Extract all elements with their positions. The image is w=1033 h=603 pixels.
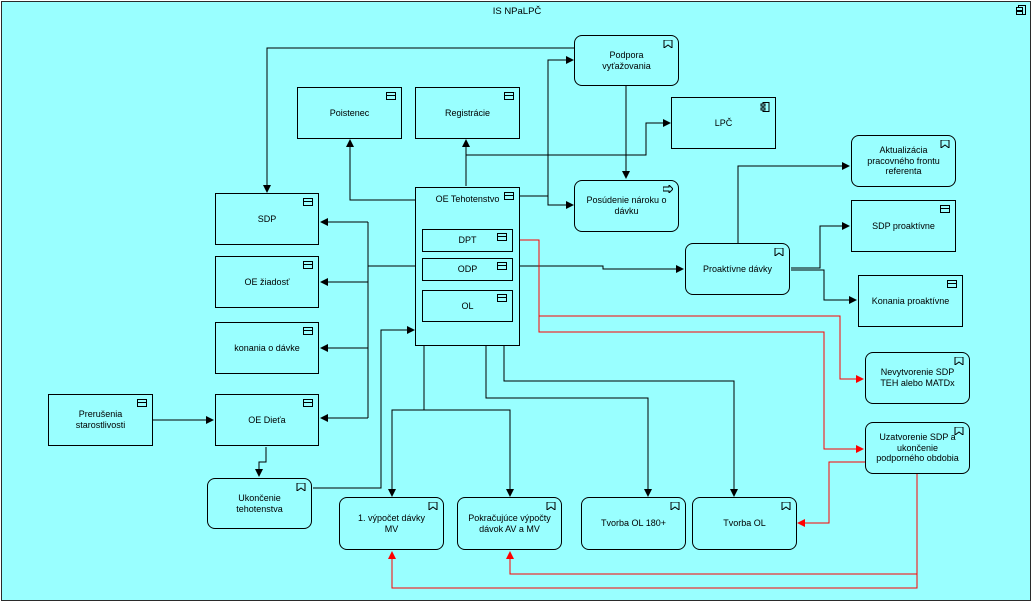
object-icon <box>386 92 396 100</box>
bookmark-icon <box>670 502 680 510</box>
node-oe-dieta[interactable]: OE Dieťa <box>215 394 319 446</box>
node-uzatvorenie-sdp[interactable]: Uzatvorenie SDP a ukončenie podporného o… <box>865 422 970 474</box>
object-icon <box>504 192 514 200</box>
node-ol[interactable]: OL <box>422 290 513 322</box>
node-prerusenia-starostlivosti[interactable]: Prerušenia starostlivosti <box>48 394 153 446</box>
object-icon <box>497 262 507 270</box>
bookmark-icon <box>774 248 784 256</box>
node-tvorba-ol[interactable]: Tvorba OL <box>692 497 797 550</box>
node-nevytvorenie-sdp[interactable]: Nevytvorenie SDP TEH alebo MATDx <box>865 352 970 404</box>
node-konania-o-davke[interactable]: konania o dávke <box>215 322 319 374</box>
object-icon <box>137 399 147 407</box>
node-posudenie-naroku[interactable]: Posúdenie nároku o dávku <box>574 180 679 232</box>
process-arrow-icon <box>663 185 673 193</box>
node-konania-proaktivne[interactable]: Konania proaktívne <box>858 275 963 327</box>
bookmark-icon <box>546 502 556 510</box>
bookmark-icon <box>428 502 438 510</box>
node-aktualizacia-frontu[interactable]: Aktualizácia pracovného frontu referenta <box>851 135 956 187</box>
node-odp[interactable]: ODP <box>422 258 513 281</box>
object-icon <box>303 261 313 269</box>
node-lpc[interactable]: LPČ <box>671 97 776 149</box>
bookmark-icon <box>940 140 950 148</box>
node-tvorba-ol-180[interactable]: Tvorba OL 180+ <box>581 497 686 550</box>
node-pokracujuce-vypocty[interactable]: Pokračujúce výpočty dávok AV a MV <box>457 497 562 550</box>
object-icon <box>303 198 313 206</box>
object-icon <box>504 92 514 100</box>
system-title: IS NPaLPČ <box>492 6 542 17</box>
component-icon <box>1016 5 1026 15</box>
component-icon <box>760 102 770 112</box>
object-icon <box>497 294 507 302</box>
object-icon <box>497 233 507 241</box>
object-icon <box>947 280 957 288</box>
bookmark-icon <box>296 483 306 491</box>
node-vypocet-davky-mv[interactable]: 1. výpočet dávky MV <box>339 497 444 550</box>
bookmark-icon <box>663 40 673 48</box>
bookmark-icon <box>954 357 964 365</box>
bookmark-icon <box>781 502 791 510</box>
object-icon <box>940 205 950 213</box>
bookmark-icon <box>954 427 964 435</box>
node-podpora-vytazovania[interactable]: Podpora vyťažovania <box>574 35 679 86</box>
node-sdp-proaktivne[interactable]: SDP proaktívne <box>851 200 956 252</box>
object-icon <box>303 399 313 407</box>
node-registracie[interactable]: Registrácie <box>415 87 520 139</box>
node-dpt[interactable]: DPT <box>422 229 513 252</box>
node-oe-ziadost[interactable]: OE žiadosť <box>215 256 319 308</box>
node-sdp[interactable]: SDP <box>215 193 319 245</box>
object-icon <box>303 327 313 335</box>
node-ukoncenie-tehotenstva[interactable]: Ukončenie tehotenstva <box>207 478 312 529</box>
node-proaktivne-davky[interactable]: Proaktívne dávky <box>685 243 790 295</box>
node-poistenec[interactable]: Poistenec <box>297 87 402 139</box>
